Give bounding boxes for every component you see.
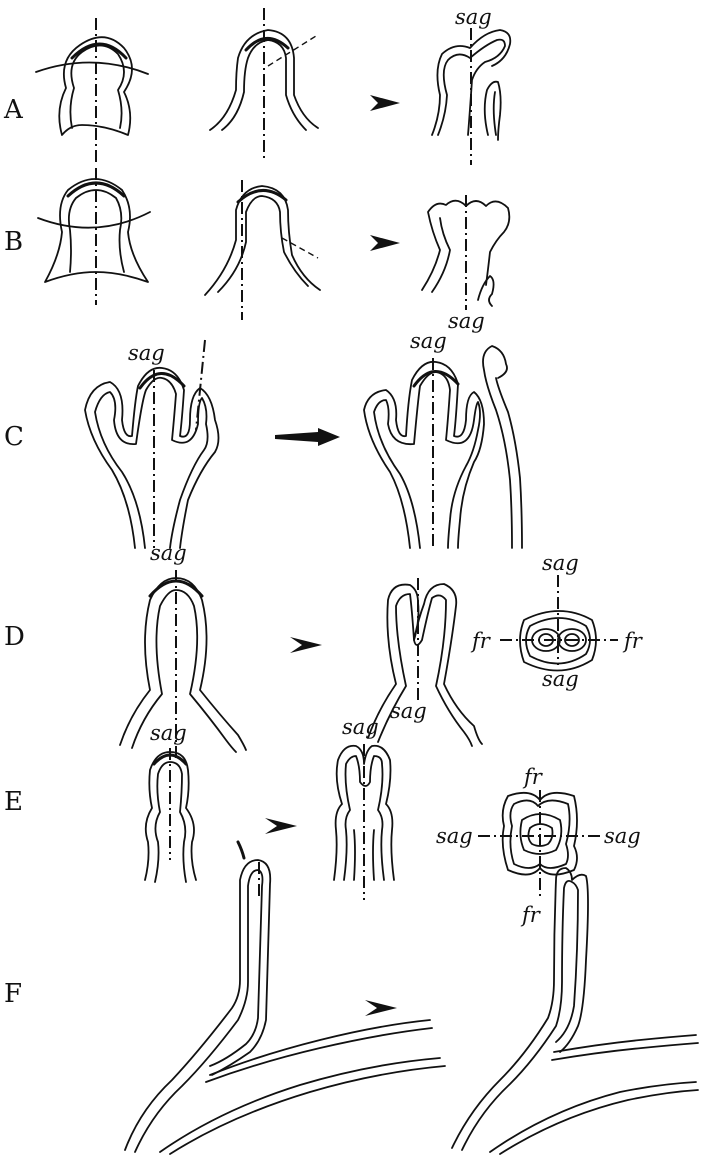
row-a-stage2	[210, 8, 318, 160]
row-c-sag-label-left: sag	[128, 341, 165, 365]
row-c-stage1	[85, 340, 219, 548]
row-e-stage1	[145, 748, 196, 882]
row-e-sag-label-mid: sag	[342, 715, 379, 739]
row-label-c: C	[4, 422, 24, 452]
arrow-b	[370, 235, 400, 251]
row-e-sag-label-left-cs: sag	[436, 824, 473, 848]
row-a-result	[432, 28, 510, 165]
row-d-sag-label-left: sag	[150, 541, 187, 565]
row-b-stage1	[38, 168, 150, 305]
row-e-sag-label-left: sag	[150, 721, 187, 745]
row-label-a: A	[3, 95, 24, 125]
row-e-sag-label-right-cs: sag	[604, 824, 641, 848]
row-a-sag-label: sag	[455, 5, 492, 29]
row-d-sag-label-top: sag	[542, 551, 579, 575]
row-a-stage1	[36, 18, 148, 165]
row-d-fr-label-left: fr	[470, 629, 492, 653]
row-c-sag-label-right: sag	[410, 329, 447, 353]
row-b-result	[422, 195, 509, 310]
arrow-a	[370, 95, 400, 111]
row-e-fr-label-top: fr	[522, 765, 544, 789]
arrow-d	[290, 637, 322, 653]
row-d-sag-label-bottom: sag	[542, 667, 579, 691]
row-d-cross-section	[500, 575, 618, 671]
row-label-e: E	[4, 787, 23, 817]
row-label-d: D	[4, 622, 25, 652]
row-label-f: F	[4, 979, 22, 1009]
row-d-fr-label-right: fr	[622, 629, 644, 653]
row-b-stage2	[205, 180, 320, 320]
row-e-cross-section	[478, 790, 600, 900]
row-c-result	[364, 346, 522, 548]
row-f-result	[452, 868, 698, 1154]
arrow-e	[265, 818, 297, 834]
arrow-f	[365, 1000, 397, 1016]
row-e-fr-label-bottom: fr	[520, 903, 542, 927]
row-label-b: B	[4, 227, 23, 257]
arrow-c	[275, 428, 340, 446]
row-b-sag-label: sag	[448, 309, 485, 333]
row-e-result	[334, 744, 394, 900]
row-f-stage1	[125, 842, 445, 1154]
